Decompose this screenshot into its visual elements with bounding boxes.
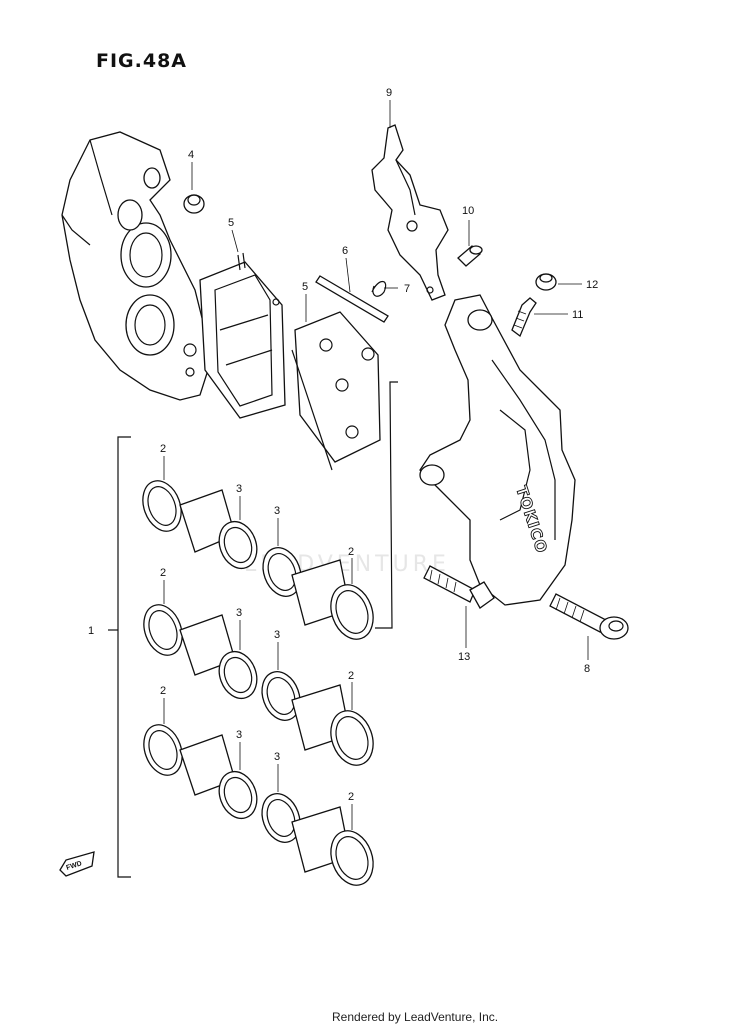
fwd-arrow-icon: FWD — [59, 851, 95, 877]
bracket-bolt — [457, 245, 483, 267]
callout-3-row1-a: 3 — [236, 483, 242, 495]
callout-2-row3-right: 2 — [348, 791, 354, 803]
caliper-inner-half: TOKICO — [419, 294, 576, 606]
callout-3-row1-b: 3 — [274, 505, 280, 517]
fwd-label: FWD — [65, 860, 82, 872]
callout-9: 9 — [386, 87, 392, 99]
brake-pad-inner — [199, 252, 286, 419]
caliper-bracket — [371, 124, 449, 301]
callout-3-row2-a: 3 — [236, 607, 242, 619]
callout-5-left: 5 — [228, 217, 234, 229]
piston-row-3 — [143, 724, 374, 886]
callout-12: 12 — [586, 279, 598, 291]
callout-2-row1-right: 2 — [348, 546, 354, 558]
callout-2-row2-left: 2 — [160, 567, 166, 579]
callout-8: 8 — [584, 663, 590, 675]
footer-credit: Rendered by LeadVenture, Inc. — [332, 1010, 499, 1024]
callout-3-row2-b: 3 — [274, 629, 280, 641]
callout-4: 4 — [188, 149, 194, 161]
callout-3-row3-a: 3 — [236, 729, 242, 741]
callout-2-row2-right: 2 — [348, 670, 354, 682]
piston-row-2 — [143, 604, 374, 766]
caliper-mounting-bolt-13 — [423, 565, 495, 609]
callout-6: 6 — [342, 245, 348, 257]
callout-7: 7 — [404, 283, 410, 295]
bleeder-cap — [183, 194, 205, 214]
callout-5-right: 5 — [302, 281, 308, 293]
callout-2-row1-left: 2 — [160, 443, 166, 455]
callout-10: 10 — [462, 205, 474, 217]
pad-pin — [315, 275, 389, 323]
callout-11: 11 — [572, 309, 583, 321]
callout-2-row3-left: 2 — [160, 685, 166, 697]
piston-row-1 — [142, 480, 374, 640]
bleeder-valve-cap — [535, 273, 557, 291]
leader-lines — [163, 100, 589, 830]
callout-3-row3-b: 3 — [274, 751, 280, 763]
callout-13: 13 — [458, 651, 470, 663]
caliper-outer-half — [61, 131, 209, 401]
bleeder-valve — [511, 297, 537, 338]
figure-title: FIG.48A — [96, 50, 188, 72]
pad-clip — [371, 280, 387, 297]
callout-1: 1 — [88, 625, 94, 637]
caliper-mounting-bolt-8 — [549, 593, 629, 640]
brake-pad-outer — [291, 311, 381, 471]
